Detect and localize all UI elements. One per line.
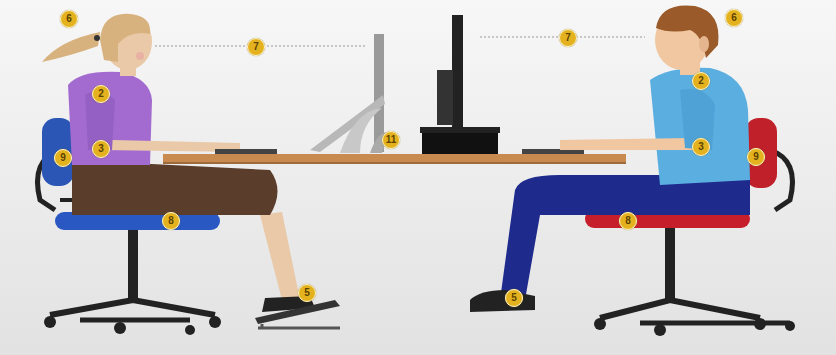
callout-number: 6	[725, 9, 743, 27]
callout-number: 11	[382, 131, 400, 149]
callout-number: 9	[747, 148, 765, 166]
callout-number: 2	[692, 72, 710, 90]
callout-number: 5	[298, 284, 316, 302]
desk	[163, 154, 626, 163]
callout-number: 3	[92, 140, 110, 158]
callout-number: 2	[92, 85, 110, 103]
callout-number: 6	[60, 10, 78, 28]
callout-number: 7	[247, 38, 265, 56]
callout-number: 8	[619, 212, 637, 230]
footrest	[255, 300, 340, 328]
desk-edge	[163, 162, 626, 164]
keyboard	[215, 149, 277, 154]
callout-number: 7	[559, 29, 577, 47]
callout-number: 8	[162, 212, 180, 230]
callout-number: 3	[692, 138, 710, 156]
callout-number: 5	[505, 289, 523, 307]
callout-number: 9	[54, 149, 72, 167]
man	[470, 5, 750, 312]
monitor	[420, 15, 500, 154]
